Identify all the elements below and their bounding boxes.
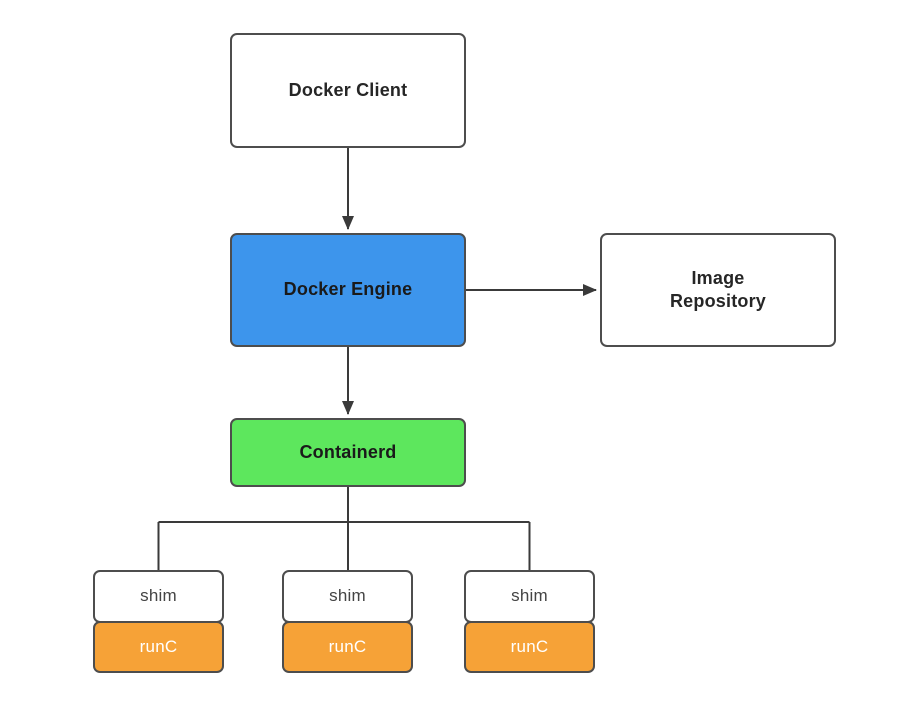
node-docker-engine: Docker Engine: [230, 233, 466, 347]
shim-1-label: shim: [140, 586, 177, 606]
node-runc-3: runC: [464, 621, 595, 673]
image-repository-label: Image Repository: [669, 267, 767, 311]
node-image-repository: Image Repository: [600, 233, 836, 347]
node-runc-2: runC: [282, 621, 413, 673]
runc-2-label: runC: [328, 636, 367, 656]
edge-containerd-to-shims: [157, 487, 531, 570]
shim-2-label: shim: [329, 586, 366, 606]
runc-3-label: runC: [510, 636, 549, 656]
runc-1-label: runC: [139, 636, 178, 656]
node-runc-1: runC: [93, 621, 224, 673]
docker-client-label: Docker Client: [288, 79, 408, 100]
node-shim-3: shim: [464, 570, 595, 623]
node-containerd: Containerd: [230, 418, 466, 487]
containerd-label: Containerd: [299, 441, 397, 462]
node-shim-2: shim: [282, 570, 413, 623]
node-shim-1: shim: [93, 570, 224, 623]
node-docker-client: Docker Client: [230, 33, 466, 148]
docker-engine-label: Docker Engine: [283, 279, 413, 300]
shim-3-label: shim: [511, 586, 548, 606]
